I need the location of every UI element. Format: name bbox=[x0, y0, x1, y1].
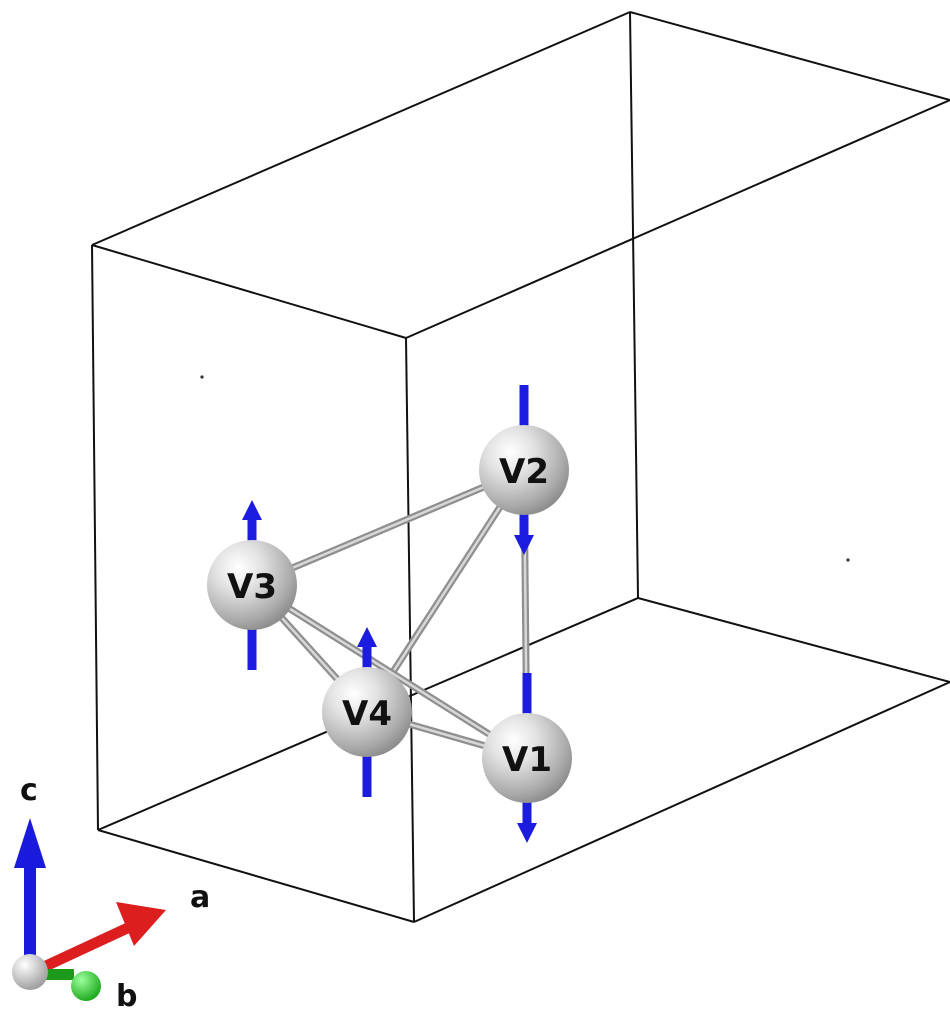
cell-edge bbox=[405, 99, 950, 339]
point-marker bbox=[200, 375, 204, 379]
atom-sphere bbox=[207, 540, 297, 630]
axis-c-arrow bbox=[14, 818, 46, 970]
cell-edge bbox=[629, 11, 639, 599]
atom-v3[interactable]: V3 bbox=[207, 540, 297, 630]
atom-sphere bbox=[322, 667, 412, 757]
cell-edge bbox=[97, 829, 415, 923]
cell-edge bbox=[91, 244, 99, 831]
axis-c-label: c bbox=[20, 773, 38, 808]
cell-edge bbox=[637, 597, 950, 683]
atom-v1[interactable]: V1 bbox=[482, 713, 572, 803]
atom-label: V1 bbox=[502, 740, 552, 780]
atom-label: V3 bbox=[227, 567, 277, 607]
cell-edge bbox=[413, 681, 950, 923]
axis-triad: c a b bbox=[12, 773, 210, 1010]
bond-highlight bbox=[251, 583, 528, 760]
atom-sphere bbox=[482, 713, 572, 803]
atom-layer: V3 V2 V1 V4 bbox=[207, 425, 572, 803]
axis-a-label: a bbox=[190, 880, 210, 915]
atom-v2[interactable]: V2 bbox=[479, 425, 569, 515]
atom-sphere bbox=[479, 425, 569, 515]
atom-label: V4 bbox=[342, 694, 392, 734]
axis-a-arrow bbox=[33, 902, 166, 976]
bond-highlight bbox=[251, 468, 525, 587]
atom-v4[interactable]: V4 bbox=[322, 667, 412, 757]
atom-label: V2 bbox=[499, 452, 549, 492]
cell-edge bbox=[91, 11, 631, 246]
axis-b-arrow bbox=[34, 969, 101, 1001]
point-marker bbox=[846, 558, 850, 562]
axis-b-sphere bbox=[71, 971, 101, 1001]
axis-origin-sphere bbox=[12, 954, 48, 990]
axis-b-label: b bbox=[116, 979, 137, 1010]
cell-edge bbox=[405, 337, 415, 923]
cell-edge bbox=[629, 11, 950, 101]
cell-edge bbox=[91, 244, 407, 339]
